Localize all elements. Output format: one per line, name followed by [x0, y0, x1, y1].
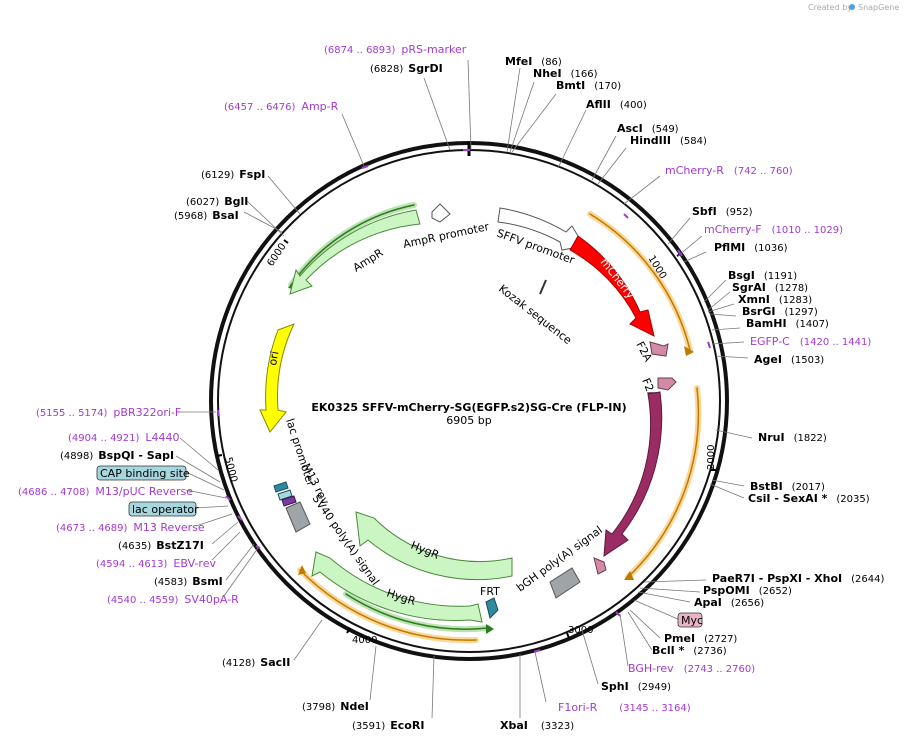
- enzyme-label-bstbi: BstBI(2017): [750, 480, 825, 493]
- enzyme-label-xmni: XmnI(1283): [738, 293, 812, 306]
- primer-label-l4440: (4904 .. 4921)L4440: [68, 431, 180, 444]
- leader-lines: [175, 59, 753, 719]
- enzyme-label-bsrgi: BsrGI(1297): [742, 305, 818, 318]
- tick-2000: 2000: [706, 445, 717, 470]
- primer-label-m13-reverse: (4673 .. 4689)M13 Reverse: [56, 521, 205, 534]
- enzyme-label-bamhi: BamHI(1407): [746, 317, 829, 330]
- lac-operator-box[interactable]: [128, 501, 197, 517]
- enzyme-label-bsai: (5968)BsaI: [174, 209, 239, 222]
- primer-label-mcherry-f: mCherry-F(1010 .. 1029): [704, 223, 843, 236]
- enzyme-label-mfei: MfeI(86): [505, 55, 562, 68]
- enzyme-label-ndei: (3798)NdeI: [302, 700, 369, 713]
- enzyme-label-apai: ApaI(2656): [694, 596, 764, 609]
- bgh-polya-box[interactable]: [549, 567, 581, 599]
- enzyme-label-nhei: NheI(166): [533, 67, 598, 80]
- bgh-small-arrow[interactable]: [593, 557, 607, 575]
- enzyme-label-pspomi: PspOMI(2652): [703, 584, 792, 597]
- f2a-2-arrow[interactable]: [657, 377, 677, 391]
- enzyme-label-sgrai: SgrAI(1278): [732, 281, 808, 294]
- enzyme-label-xbai: XbaI(3323): [500, 719, 574, 732]
- plasmid-title: EK0325 SFFV-mCherry-SG(EGFP.s2)SG-Cre (F…: [311, 401, 626, 414]
- orf-arrow-2: [624, 571, 634, 580]
- enzyme-label-bcli: BclI *(2736): [652, 644, 727, 657]
- enzyme-label-asci: AscI(549): [617, 122, 679, 135]
- frt-arrow[interactable]: [485, 597, 499, 619]
- enzyme-label-fspi: (6129)FspI: [201, 168, 265, 181]
- ampr-label: AmpR: [351, 246, 386, 275]
- ampr-promoter-arrow[interactable]: [431, 203, 451, 223]
- lac-promoter-label: lac promoter: [283, 417, 317, 488]
- mcherry-label: mCherry: [598, 256, 638, 302]
- frt-label: FRT: [480, 585, 500, 598]
- primer-label-mcherry-r: mCherry-R(742 .. 760): [665, 164, 793, 177]
- primer-label-prs-marker: (6874 .. 6893)pRS-marker: [324, 43, 467, 56]
- enzyme-label-nrui: NruI(1822): [758, 431, 827, 444]
- myc-box[interactable]: [677, 612, 703, 628]
- enzyme-label-bmti: BmtI(170): [556, 79, 621, 92]
- enzyme-label-hindiii: HindIII(584): [630, 134, 707, 147]
- kozak-label: Kozak sequence: [496, 282, 574, 347]
- lac-operator-label: lac operator: [132, 503, 199, 516]
- f2a-1-arrow[interactable]: [649, 341, 669, 357]
- snapgene-logo-icon: [849, 4, 855, 10]
- orf-arrow-1: [684, 346, 694, 356]
- ori-arrow[interactable]: [259, 323, 295, 433]
- primer-label-f1ori-r: F1ori-R(3145 .. 3164): [558, 701, 691, 714]
- cre-label: Cre: [651, 465, 670, 487]
- cap-binding-site-box[interactable]: [96, 465, 187, 481]
- kozak-mark: [539, 279, 547, 295]
- ori-label: ori: [266, 350, 281, 366]
- enzyme-label-sgrdi: (6828)SgrDI: [370, 62, 443, 75]
- lac-operator-mark[interactable]: [273, 481, 289, 493]
- tick-4000: 4000: [352, 635, 377, 646]
- enzyme-label-sacii: (4128)SacII: [222, 656, 290, 669]
- enzyme-label-bspqi-sapi: (4898)BspQI - SapI: [60, 449, 174, 462]
- orf-highlights: [288, 202, 702, 644]
- enzyme-label-ecori: (3591)EcoRI: [352, 719, 424, 732]
- snapgene-brand: SnapGene: [858, 3, 899, 12]
- plasmid-size: 6905 bp: [446, 414, 491, 427]
- m13-primer-mark[interactable]: [281, 495, 297, 507]
- primer-label-amp-r: (6457 .. 6476)Amp-R: [224, 100, 339, 113]
- primer-marks: [217, 149, 711, 653]
- tick-3000: 3000: [568, 625, 593, 636]
- enzyme-label-paer7i: PaeR7I - PspXI - XhoI(2644): [712, 572, 885, 585]
- hygr-inner-arrow[interactable]: [355, 511, 513, 581]
- enzyme-label-pmei: PmeI(2727): [664, 632, 737, 645]
- enzyme-label-bsgi: BsgI(1191): [728, 269, 797, 282]
- enzyme-label-sbfi: SbfI(952): [692, 205, 753, 218]
- primer-label-pbr322ori-f: (5155 .. 5174)pBR322ori-F: [36, 406, 181, 419]
- enzyme-label-csii-sexai: CsiI - SexAI *(2035): [748, 492, 870, 505]
- primer-label-ebv-rev: (4594 .. 4613)EBV-rev: [96, 557, 216, 570]
- enzyme-label-bgli: (6027)BglI: [186, 195, 248, 208]
- tick-6000: 6000: [265, 241, 288, 268]
- primer-label-egfp-c: EGFP-C(1420 .. 1441): [750, 335, 871, 348]
- created-by-text: Created by: [808, 3, 852, 12]
- hygr-outer-arrow[interactable]: [311, 551, 483, 623]
- enzyme-label-bsmi: (4583)BsmI: [154, 575, 223, 588]
- mcherry-arrow[interactable]: [569, 235, 655, 337]
- cap-binding-site-label: CAP binding site: [100, 467, 190, 480]
- primer-label-bgh-rev: BGH-rev(2743 .. 2760): [628, 662, 755, 675]
- myc-label: Myc: [681, 614, 703, 627]
- cre-arrow[interactable]: [603, 391, 663, 557]
- primer-label-sv40pa-r: (4540 .. 4559)SV40pA-R: [107, 593, 239, 606]
- orf-arrow-3: [298, 565, 306, 575]
- enzyme-label-agei: AgeI(1503): [754, 353, 824, 366]
- orf-arrow-5: [486, 624, 494, 634]
- sv40-polya-box[interactable]: [285, 501, 311, 533]
- enzyme-label-bstz17i: (4635)BstZ17I: [118, 539, 204, 552]
- cap-site-mark[interactable]: [277, 489, 293, 501]
- ampr-arrow[interactable]: [289, 209, 421, 295]
- enzyme-label-aflii: AflII(400): [586, 98, 647, 111]
- primer-label-m13-puc-reverse: (4686 .. 4708)M13/pUC Reverse: [18, 485, 193, 498]
- enzyme-label-pflmi: PflMI(1036): [714, 241, 788, 254]
- enzyme-label-sphi: SphI(2949): [601, 680, 671, 693]
